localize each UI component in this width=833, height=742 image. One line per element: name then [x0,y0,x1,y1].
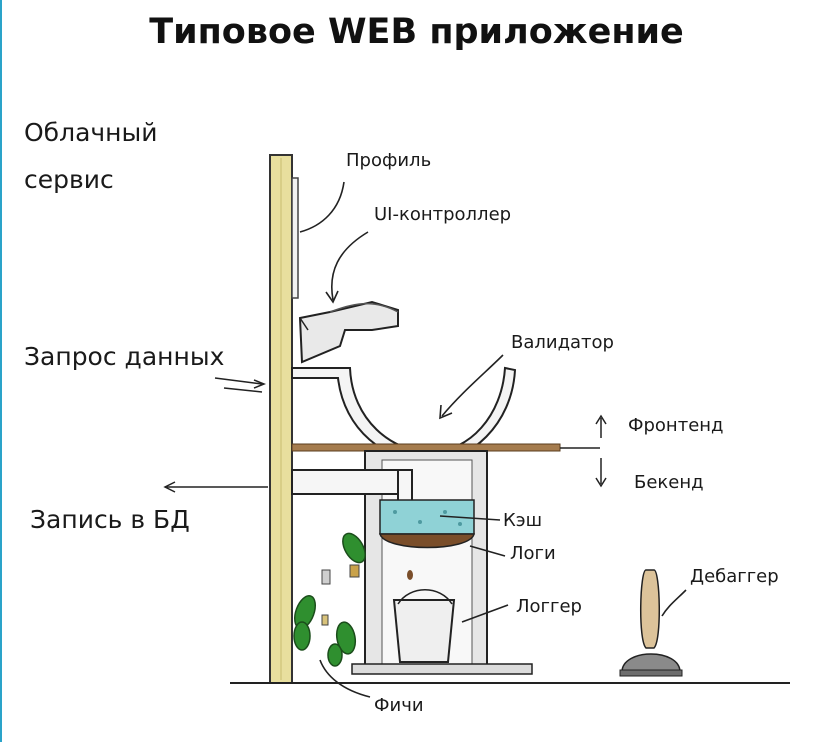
frontend-arrow [595,414,607,438]
logs-bowl [379,533,475,549]
plunger-debugger [619,569,683,677]
cache-leader [439,515,501,521]
profile-label: Профиль [346,150,432,171]
page-title: Типовое WEB приложение [149,12,684,52]
drain-pipe [291,469,411,495]
counter-shelf [291,443,561,452]
cloud-service-label-line1: Облачный [24,118,158,147]
debugger-leader [661,589,687,617]
backend-label: Бекенд [634,472,704,493]
logger-leader [461,604,509,623]
debugger-label: Дебаггер [690,566,779,587]
ui-controller-leader [331,231,369,301]
features-leader [319,659,371,698]
frontend-label: Фронтенд [628,415,724,436]
logs-label: Логи [510,543,556,564]
cloud-service-label-line2: сервис [24,165,114,194]
db-write-arrow [163,481,268,493]
feature-creatures [293,532,366,667]
pedestal-base [351,663,533,675]
data-request-label: Запрос данных [24,342,225,371]
validator-label: Валидатор [511,332,614,353]
profile-plate [291,177,299,299]
validator-leader [441,354,504,417]
left-border [0,0,2,742]
profile-leader [299,181,345,233]
faucet-ui-controller [298,300,399,364]
logger-bucket [392,599,456,663]
features-label: Фичи [374,695,424,716]
logger-label: Логгер [516,596,582,617]
logs-leader [469,545,506,557]
db-write-label: Запись в БД [30,505,190,534]
data-request-arrow [214,377,267,393]
ui-controller-label: UI-контроллер [374,204,512,225]
cache-label: Кэш [503,510,543,531]
backend-arrow [595,458,607,488]
